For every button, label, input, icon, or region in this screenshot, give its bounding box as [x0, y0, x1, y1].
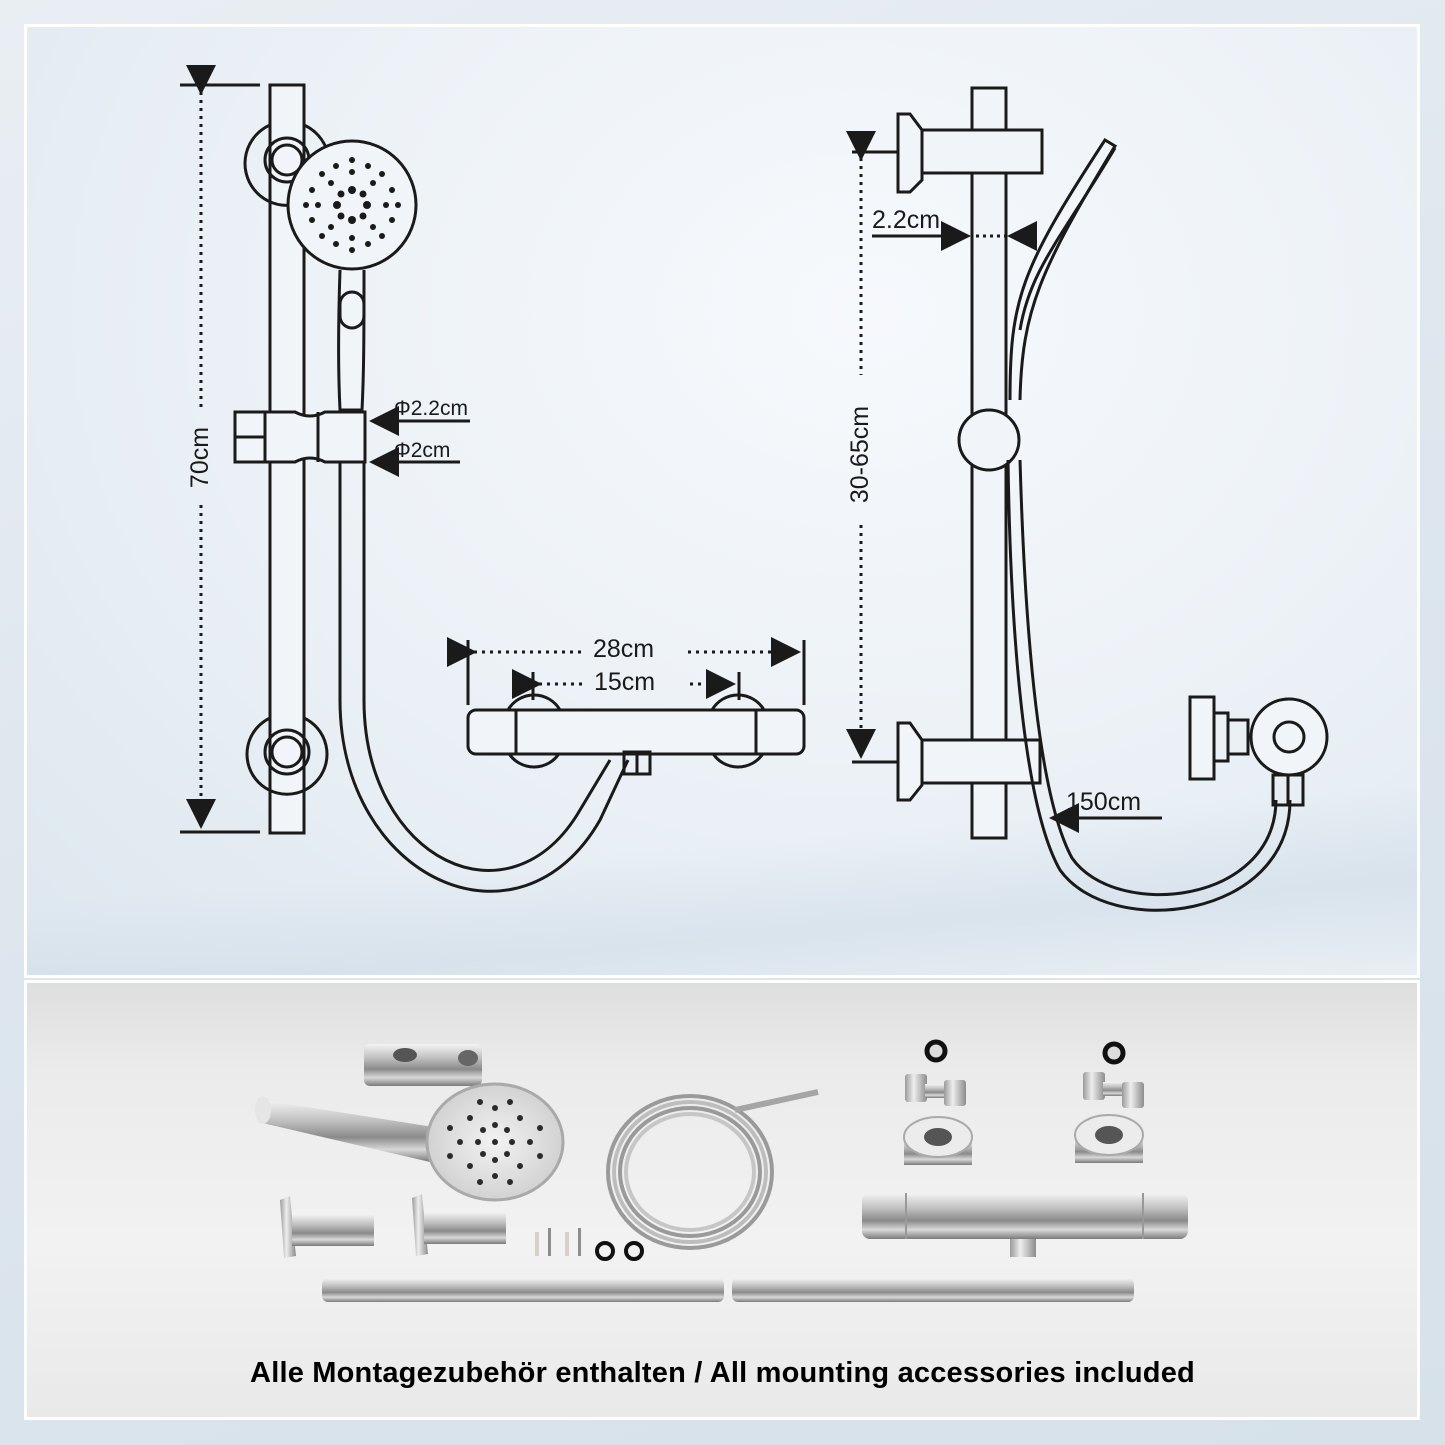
- mounting-distance-dimension: [846, 131, 898, 764]
- diameter-arrows: [369, 406, 470, 477]
- technical-drawing-panel: [24, 24, 1420, 978]
- thermostatic-mixer-front: [466, 693, 806, 776]
- s-connector-parts: [905, 1072, 1144, 1108]
- shower-hose-part: [606, 1089, 819, 1250]
- slider-holder-front: [233, 410, 367, 464]
- wall-bracket-parts: [280, 1194, 506, 1258]
- hose-length-label: 150cm: [1066, 788, 1142, 816]
- hand-shower-part: [255, 1082, 565, 1202]
- cover-rosette-parts: [903, 1114, 1144, 1165]
- mixer-width-label: 28cm: [593, 635, 655, 663]
- hose-diameter-label: Φ2cm: [394, 439, 451, 462]
- wall-connector-side: [1188, 695, 1329, 807]
- spray-nozzles: [303, 157, 401, 253]
- height-dimension-line: [180, 65, 260, 834]
- handshower-diameter-label: Φ2.2cm: [394, 397, 468, 420]
- slide-rail-part: [322, 1278, 1134, 1302]
- screws-and-washers: [535, 1228, 644, 1261]
- slider-holder-part: [364, 1044, 482, 1086]
- slide-rail-side: [896, 86, 1044, 840]
- hose-side: [1006, 459, 1292, 912]
- hand-shower-side: [1008, 137, 1118, 401]
- hand-shower-nozzles: [447, 1099, 543, 1185]
- mixer-center-distance-label: 15cm: [594, 668, 656, 696]
- hose-front: [338, 462, 630, 893]
- accessories-included-caption: Alle Montagezubehör enthalten / All moun…: [250, 1357, 1195, 1389]
- mixer-width-dimensions: [447, 637, 806, 705]
- seal-rings: [924, 1039, 1126, 1065]
- rail-diameter-label: 2.2cm: [872, 206, 941, 234]
- thermostatic-mixer-part: [862, 1193, 1188, 1257]
